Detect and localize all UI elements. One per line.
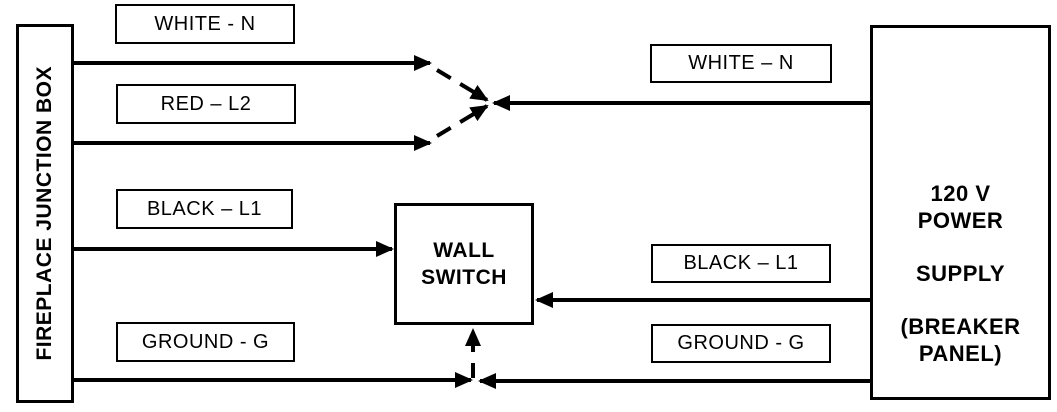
power-supply-box: 120 V POWER SUPPLY (BREAKER PANEL) [870,25,1051,400]
white-join-dashed-arrow [435,68,489,102]
label-white-n-left: WHITE - N [115,4,295,44]
fireplace-junction-box: FIREPLACE JUNCTION BOX [16,24,74,403]
fireplace-junction-box-label: FIREPLACE JUNCTION BOX [33,66,56,361]
power-supply-label-supply: SUPPLY [915,261,1005,286]
wall-switch-box: WALL SWITCH [394,203,534,325]
label-ground-g-left: GROUND - G [116,322,295,362]
label-black-l1-left: BLACK – L1 [116,189,293,229]
wall-switch-label-line2: SWITCH [421,266,507,289]
label-white-n-right: WHITE – N [650,44,832,83]
label-red-l2-left: RED – L2 [116,84,296,124]
label-ground-g-right: GROUND - G [651,324,831,363]
power-supply-label-panel: PANEL) [918,341,1003,366]
power-supply-label-breaker: (BREAKER [900,314,1021,339]
red-join-dashed-arrow [435,104,489,138]
label-black-l1-right: BLACK – L1 [651,244,831,283]
power-supply-label-voltage: 120 V [930,181,991,206]
wall-switch-label-line1: WALL [433,239,495,262]
power-supply-label-power: POWER [917,208,1004,233]
